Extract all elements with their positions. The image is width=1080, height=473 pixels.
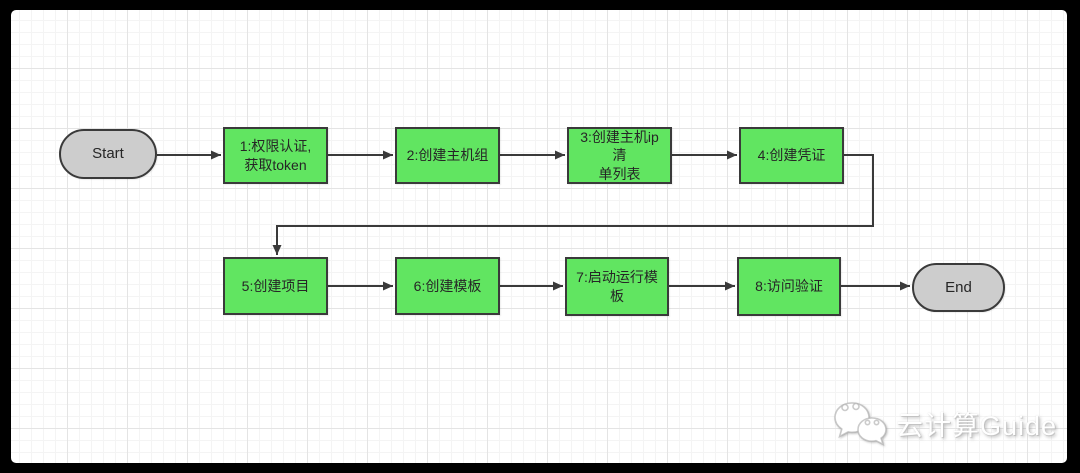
step-8-node: 8:访问验证 <box>737 257 841 316</box>
watermark-text: 云计算Guide <box>896 410 1058 441</box>
end-node: End <box>912 263 1005 312</box>
connector-lines <box>157 150 910 291</box>
step-5-node: 5:创建项目 <box>223 257 328 315</box>
step-3-label: 3:创建主机ip清 单列表 <box>580 129 659 182</box>
step-6-label: 6:创建模板 <box>413 277 482 294</box>
step-5-label: 5:创建项目 <box>241 277 310 294</box>
step-2-node: 2:创建主机组 <box>395 127 500 184</box>
step-7-label: 7:启动运行模 板 <box>576 269 658 304</box>
start-node-label: Start <box>92 145 124 163</box>
wechat-icon <box>834 402 887 447</box>
step-1-node: 1:权限认证, 获取token <box>223 127 328 184</box>
step-8-label: 8:访问验证 <box>755 278 823 295</box>
end-node-label: End <box>945 278 972 296</box>
step-3-node: 3:创建主机ip清 单列表 <box>567 127 672 184</box>
edge-4-to-5 <box>272 154 874 255</box>
watermark: 云计算Guide <box>831 398 1057 448</box>
step-7-node: 7:启动运行模 板 <box>565 257 669 316</box>
start-node: Start <box>59 129 157 179</box>
step-6-node: 6:创建模板 <box>395 257 500 315</box>
step-1-label: 1:权限认证, 获取token <box>239 138 312 173</box>
flowchart-canvas: Start 1:权限认证, 获取token 2:创建主机组 3:创建主机ip清 … <box>11 10 1067 463</box>
step-4-node: 4:创建凭证 <box>739 127 844 184</box>
step-4-label: 4:创建凭证 <box>757 147 826 164</box>
step-2-label: 2:创建主机组 <box>406 147 489 164</box>
